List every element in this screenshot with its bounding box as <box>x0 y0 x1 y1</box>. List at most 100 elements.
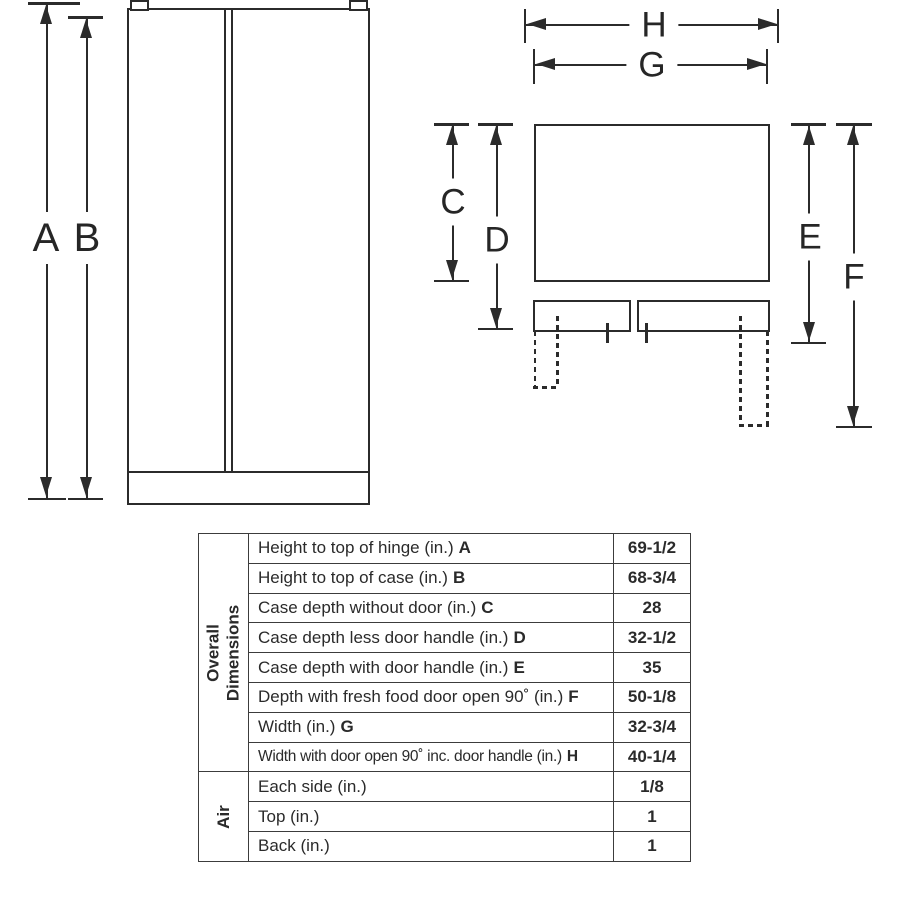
table-row: Case depth without door (in.)C 28 <box>199 592 691 624</box>
arrow-up-icon <box>490 126 502 145</box>
dim-ref-letter: A <box>458 538 471 558</box>
handle-right-dashed-inner <box>739 316 742 426</box>
fridge-case-outline <box>127 8 370 505</box>
spec-value: 35 <box>613 652 691 683</box>
dim-b-top-cap <box>68 16 103 19</box>
table-row: Air Each side (in.) 1/8 <box>198 771 691 862</box>
dim-c-bottom-cap <box>434 279 469 282</box>
section-air: Air <box>198 771 249 862</box>
arrow-left-icon <box>536 58 555 70</box>
section-overall-dimensions: Overall Dimensions <box>198 532 249 773</box>
fridge-top-hinge-left <box>130 0 149 11</box>
spec-label: Each side (in.) <box>248 771 614 803</box>
handle-left-dashed-bottom <box>533 386 559 389</box>
dim-label-c: C <box>435 178 471 226</box>
table-row: Case depth with door handle (in.)E 35 <box>199 652 691 683</box>
arrow-up-icon <box>80 19 92 38</box>
spec-label: Height to top of hinge (in.)A <box>248 533 614 564</box>
spec-value: 69-1/2 <box>613 533 691 564</box>
dim-ref-letter: B <box>452 568 466 588</box>
dim-g-left-tick <box>533 49 535 84</box>
spec-label: Back (in.) <box>248 830 614 862</box>
arrow-down-icon <box>802 322 815 341</box>
dim-h-left-tick <box>524 9 526 43</box>
door-top-right <box>637 300 770 332</box>
dim-e-top-cap <box>791 123 826 126</box>
arrow-up-icon <box>802 126 815 145</box>
case-top-outline <box>534 124 770 282</box>
dim-a-bottom-cap <box>28 497 66 500</box>
table-row: Width with door open 90˚ inc. door handl… <box>199 741 691 773</box>
arrow-left-icon <box>527 18 546 30</box>
dim-ref-letter: D <box>513 627 526 647</box>
dim-c-top-cap <box>434 123 469 126</box>
spec-value: 1 <box>613 801 691 832</box>
spec-value: 1/8 <box>613 771 691 803</box>
spec-value: 32-3/4 <box>613 711 691 743</box>
dim-a-top-cap <box>28 2 80 5</box>
dim-ref-letter: F <box>568 687 579 707</box>
dim-label-g: G <box>626 44 678 86</box>
arrow-up-icon <box>847 126 859 145</box>
handle-right-dashed-bottom <box>739 424 769 427</box>
dim-ref-letter: G <box>340 717 354 737</box>
section-label: Air <box>213 804 233 829</box>
hinge-pin-tick-right <box>645 323 648 343</box>
spec-label: Height to top of case (in.)B <box>248 562 614 594</box>
dim-label-e: E <box>793 213 827 261</box>
door-top-left <box>533 300 631 332</box>
dim-e-bottom-cap <box>791 341 826 344</box>
dim-label-b: B <box>68 212 106 264</box>
door-divider-line-left <box>224 10 226 471</box>
dimensions-table: Overall Dimensions Height to top of hing… <box>198 532 691 862</box>
table-row: Overall Dimensions Height to top of hing… <box>198 532 691 773</box>
dim-ref-letter: C <box>481 597 494 617</box>
dim-d-bottom-cap <box>478 327 513 330</box>
spec-value: 1 <box>613 830 691 862</box>
spec-label: Case depth less door handle (in.)D <box>248 622 614 654</box>
handle-right-dashed-outer <box>766 331 769 426</box>
spec-value: 50-1/8 <box>613 681 691 713</box>
arrow-down-icon <box>847 406 859 425</box>
dim-ref-letter: E <box>513 657 525 677</box>
dim-d-top-cap <box>478 123 513 126</box>
dim-h-right-tick <box>777 9 779 43</box>
table-row: Top (in.) 1 <box>199 801 691 832</box>
spec-value: 40-1/4 <box>613 741 691 773</box>
arrow-down-icon <box>490 308 502 327</box>
table-row: Depth with fresh food door open 90˚ (in.… <box>199 681 691 713</box>
dim-g-right-tick <box>766 49 768 84</box>
spec-label: Depth with fresh food door open 90˚ (in.… <box>248 681 614 713</box>
kickplate-line <box>129 471 368 474</box>
dim-b-bottom-cap <box>68 497 103 500</box>
spec-label: Case depth without door (in.)C <box>248 592 614 624</box>
dim-f-bottom-cap <box>836 425 872 428</box>
spec-value: 28 <box>613 592 691 624</box>
arrow-right-icon <box>758 18 777 30</box>
section-label: Overall Dimensions <box>203 604 243 701</box>
arrow-right-icon <box>747 58 766 70</box>
dim-label-d: D <box>479 216 515 264</box>
spec-label: Width (in.)G <box>248 711 614 743</box>
hinge-pin-tick-left <box>606 323 609 343</box>
fridge-top-hinge-right <box>349 0 368 11</box>
arrow-up-icon <box>40 5 52 24</box>
spec-value: 68-3/4 <box>613 562 691 594</box>
spec-label: Case depth with door handle (in.)E <box>248 652 614 683</box>
arrow-down-icon <box>446 260 458 279</box>
spec-label: Width with door open 90˚ inc. door handl… <box>248 741 614 773</box>
dim-f-top-cap <box>836 123 872 126</box>
dim-label-h: H <box>629 4 679 46</box>
spec-label: Top (in.) <box>248 801 614 832</box>
spec-value: 32-1/2 <box>613 622 691 654</box>
arrow-down-icon <box>80 477 92 496</box>
dim-label-a: A <box>27 212 65 264</box>
table-row: Width (in.)G 32-3/4 <box>199 711 691 743</box>
handle-left-dashed-outer <box>533 331 536 388</box>
dim-ref-letter: H <box>566 747 578 765</box>
dim-label-f: F <box>838 253 870 301</box>
door-divider-line-right <box>230 10 233 471</box>
table-row: Height to top of case (in.)B 68-3/4 <box>199 562 691 594</box>
handle-left-dashed-inner <box>556 316 559 388</box>
